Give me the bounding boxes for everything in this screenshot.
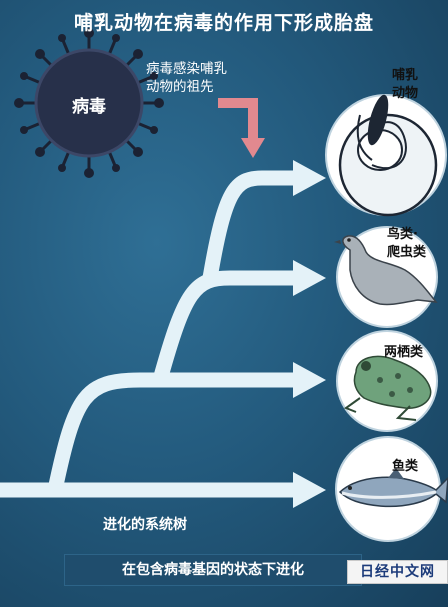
page-title: 哺乳动物在病毒的作用下形成胎盘	[73, 12, 374, 34]
phylogenetic-tree	[0, 170, 300, 498]
tree-label: 进化的系统树	[103, 517, 187, 533]
mammal-label: 哺乳 动物	[392, 67, 418, 103]
bottom-caption: 在包含病毒基因的状态下进化	[64, 554, 362, 586]
amphibian-label: 两栖类	[384, 344, 423, 362]
mammal-label-line2: 动物	[392, 86, 419, 101]
amphibian-label-line1: 两栖类	[384, 345, 424, 360]
tree-arrowheads	[293, 160, 326, 508]
fish-label-line1: 鱼类	[392, 459, 419, 474]
virus-label: 病毒	[72, 97, 106, 117]
infection-note-line1: 病毒感染哺乳	[146, 61, 227, 77]
fish-label: 鱼类	[392, 458, 418, 476]
virus-icon	[14, 28, 164, 178]
mammal-label-line1: 哺乳	[392, 68, 419, 83]
source-logo: 日经中文网	[347, 560, 448, 584]
bird-reptile-label-line1: 鸟类·	[387, 227, 418, 242]
frog-circle	[336, 330, 438, 432]
infection-note: 病毒感染哺乳 动物的祖先	[146, 60, 227, 96]
infection-arrow	[218, 98, 265, 158]
mammal-circle	[325, 94, 447, 217]
fish-circle	[335, 436, 448, 542]
infection-note-line2: 动物的祖先	[146, 79, 214, 95]
bird-reptile-label: 鸟类· 爬虫类	[387, 226, 426, 262]
bird-reptile-label-line2: 爬虫类	[387, 245, 427, 260]
bird-circle	[334, 226, 438, 328]
